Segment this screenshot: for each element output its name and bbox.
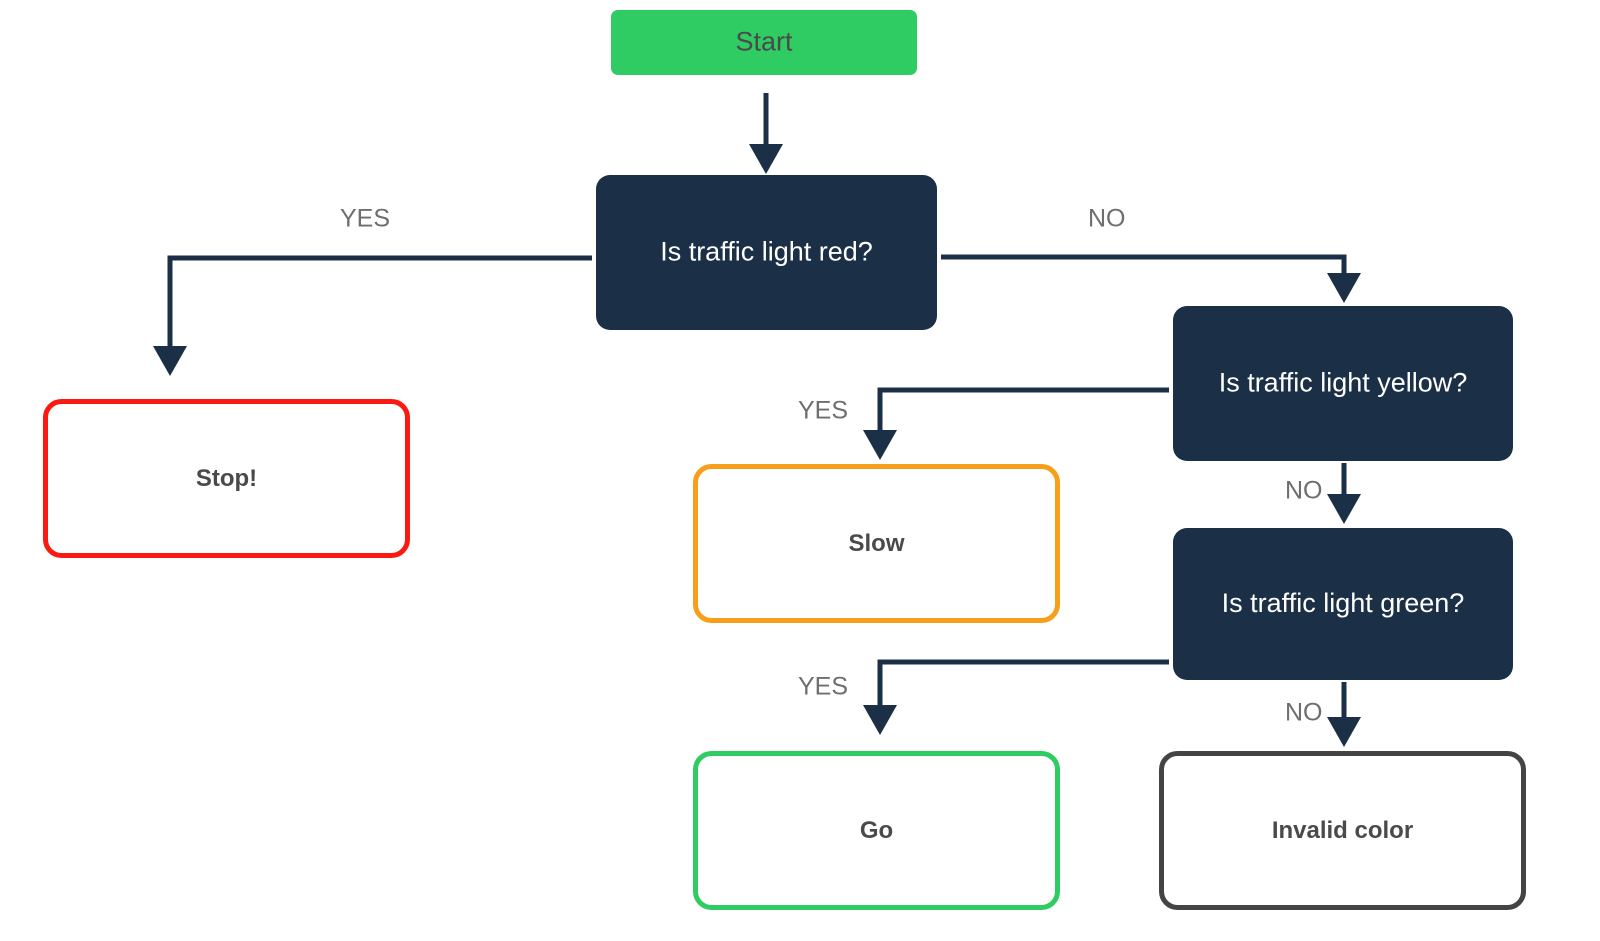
node-shape [1173,306,1513,461]
node-shape [596,175,937,330]
edge-label-qgreen-no-invalid: NO [1285,699,1323,727]
node-shape [611,10,917,75]
arrowhead-icon [1327,494,1361,524]
edges-layer [153,93,1361,747]
edge-start-to-qred [749,93,783,174]
edge-line [877,387,1169,431]
edge-qyellow-no-qgreen [1327,463,1361,524]
node-start[interactable]: Start [611,10,917,75]
node-go[interactable]: Go [693,751,1060,910]
edge-qred-no-qyellow [941,254,1361,303]
edge-line [877,659,1169,706]
node-shape [1173,528,1513,680]
arrowhead-icon [749,144,783,174]
node-stop[interactable]: Stop! [43,399,410,558]
node-label-slow: Slow [848,530,904,557]
node-q-green[interactable]: Is traffic light green? [1173,528,1513,680]
edge-line [167,255,592,348]
edge-label-qyellow-yes-slow: YES [798,397,848,425]
node-label-q-red: Is traffic light red? [660,237,873,267]
edge-label-qgreen-yes-go: YES [798,673,848,701]
arrowhead-icon [1327,717,1361,747]
node-label-q-green: Is traffic light green? [1222,588,1465,618]
edge-qred-yes-stop [153,255,592,376]
edge-label-qred-no-qyellow: NO [1088,205,1126,233]
node-shape [43,399,410,558]
edge-line [941,254,1347,275]
node-label-stop: Stop! [196,465,257,492]
edge-qyellow-yes-slow [863,387,1169,460]
node-shape [693,751,1060,910]
node-label-start: Start [735,27,793,57]
node-label-invalid: Invalid color [1272,817,1413,844]
node-invalid[interactable]: Invalid color [1159,751,1526,910]
nodes-layer: Start Is traffic light red? Stop! Is traffi… [43,10,1526,910]
node-label-q-yellow: Is traffic light yellow? [1219,368,1468,398]
arrowhead-icon [863,430,897,460]
edge-qgreen-no-invalid [1327,682,1361,747]
arrowhead-icon [153,346,187,376]
edge-label-qred-yes-stop: YES [340,205,390,233]
arrowhead-icon [863,705,897,735]
node-label-go: Go [860,817,893,844]
arrowhead-icon [1327,273,1361,303]
edge-qgreen-yes-go [863,659,1169,735]
node-slow[interactable]: Slow [693,464,1060,623]
node-shape [1159,751,1526,910]
edge-label-qyellow-no-qgreen: NO [1285,477,1323,505]
node-shape [693,464,1060,623]
node-q-red[interactable]: Is traffic light red? [596,175,937,330]
edge-labels-layer: YES NO YES NO YES NO [340,205,1323,727]
node-q-yellow[interactable]: Is traffic light yellow? [1173,306,1513,461]
